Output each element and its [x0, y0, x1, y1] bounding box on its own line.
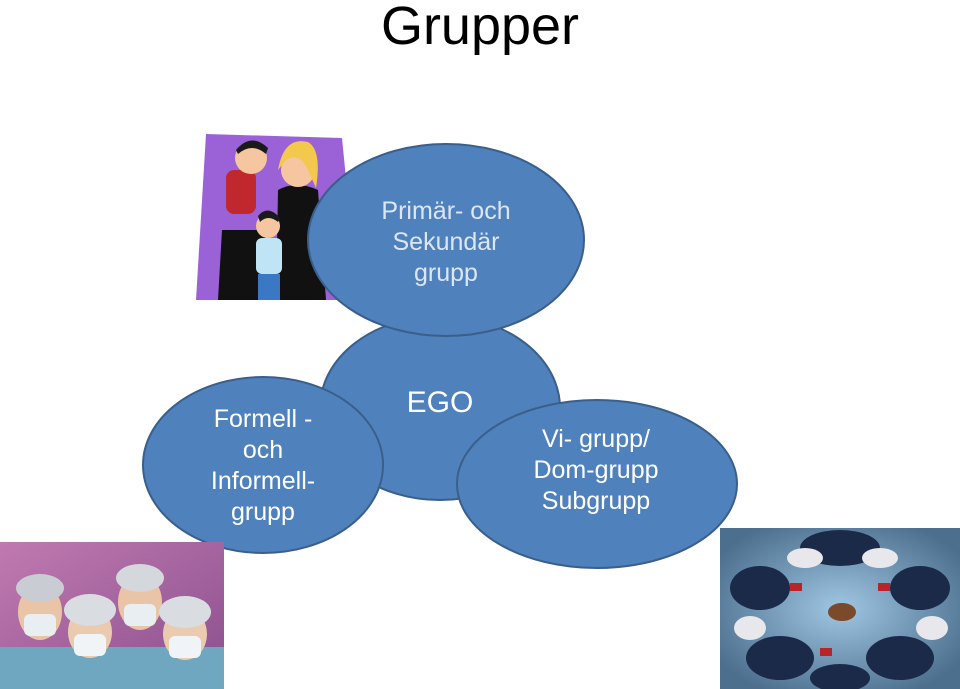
formal-node-label: Formell - och Informell- grupp — [168, 404, 358, 528]
wegroup-node-label: Vi- grupp/ Dom-grupp Subgrupp — [496, 424, 696, 517]
football-huddle-photo — [720, 528, 960, 689]
primary-line-2: Sekundär — [346, 227, 546, 258]
formal-line-3: Informell- — [168, 466, 358, 497]
wegroup-line-1: Vi- grupp/ — [496, 424, 696, 455]
primary-line-1: Primär- och — [346, 196, 546, 227]
primary-line-3: grupp — [346, 258, 546, 289]
formal-line-1: Formell - — [168, 404, 358, 435]
wegroup-line-2: Dom-grupp — [496, 455, 696, 486]
formal-line-2: och — [168, 435, 358, 466]
ego-node-label: EGO — [370, 386, 510, 420]
primary-node-label: Primär- och Sekundär grupp — [346, 196, 546, 289]
surgeons-photo — [0, 542, 224, 689]
wegroup-line-3: Subgrupp — [496, 486, 696, 517]
formal-line-4: grupp — [168, 497, 358, 528]
